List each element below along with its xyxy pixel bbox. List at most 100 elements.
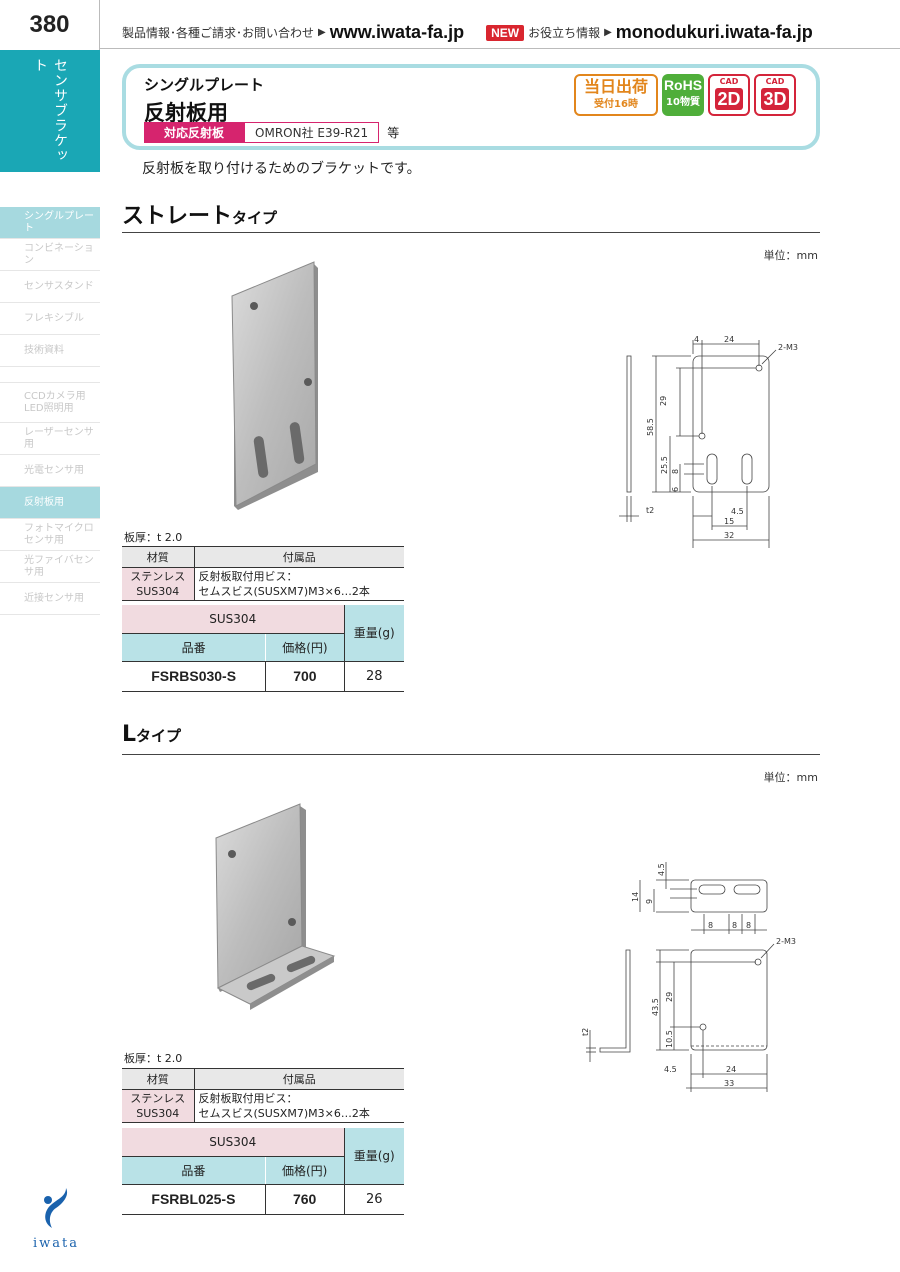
product-code[interactable]: FSRBL025-S <box>122 1184 266 1215</box>
main-url-link[interactable]: www.iwata-fa.jp <box>329 22 465 42</box>
product-code[interactable]: FSRBS030-S <box>122 661 266 692</box>
info-label: 製品情報･各種ご請求･お問い合わせ <box>122 26 315 40</box>
straight-bracket-photo <box>231 261 318 510</box>
cad-3d-label: 3D <box>761 88 789 110</box>
sidebar-item-label: LED照明用 <box>24 402 74 414</box>
dim-label: 10.5 <box>665 1030 674 1048</box>
spec-header-accessory: 付属品 <box>193 1068 404 1090</box>
dim-label: 8 <box>732 921 737 930</box>
same-day-label: 当日出荷 <box>583 77 648 96</box>
section-title-sub: タイプ <box>232 209 278 227</box>
unit-label: 単位：mm <box>763 249 818 262</box>
dim-label: 4 <box>694 335 699 344</box>
title-banner: シングルプレート 反射板用 対応反射板 OMRON社 E39-R21 等 当日出… <box>122 64 820 150</box>
spec-header-accessory: 付属品 <box>193 546 404 568</box>
spec-accessory: 反射板取付用ビス： セムスビス(SUSXM7)M3×6…2本 <box>194 1089 404 1123</box>
cad-label: CAD <box>765 77 785 86</box>
cad-2d-badge[interactable]: CAD 2D <box>708 74 750 116</box>
dim-label: 33 <box>724 1079 734 1088</box>
dim-label: 24 <box>724 335 734 344</box>
badges: 当日出荷 受付16時 RoHS 10物質 CAD 2D CAD 3D <box>574 74 796 116</box>
compat-label: 対応反射板 <box>144 122 245 143</box>
price-header-weight: 重量(g) <box>343 605 404 662</box>
section-title-main: L <box>122 722 137 747</box>
header-info: 製品情報･各種ご請求･お問い合わせ ▶ www.iwata-fa.jp NEW … <box>122 22 813 43</box>
same-day-badge: 当日出荷 受付16時 <box>574 74 658 116</box>
price-table-straight: SUS304 重量(g) 品番 価格(円) FSRBS030-S 700 28 <box>122 605 404 692</box>
sidebar-item-proximity[interactable]: 近接センサ用 <box>0 583 100 615</box>
compat-row: 対応反射板 OMRON社 E39-R21 等 <box>144 122 399 143</box>
sidebar-item-technical[interactable]: 技術資料 <box>0 335 100 367</box>
product-price: 700 <box>265 661 345 692</box>
price-material: SUS304 <box>122 605 344 634</box>
sidebar-item-photoelectric[interactable]: 光電センサ用 <box>0 455 100 487</box>
price-header-code: 品番 <box>122 1156 266 1185</box>
arrow-right-icon: ▶ <box>604 27 612 38</box>
logo-mark-icon <box>44 1188 68 1228</box>
straight-dimension-drawing: 4 24 2-M3 29 58.5 25.5 8 6 t2 4.5 15 32 <box>619 335 798 548</box>
price-material: SUS304 <box>122 1128 344 1157</box>
new-badge: NEW <box>486 24 525 41</box>
compat-suffix: 等 <box>387 126 400 140</box>
dim-label: t2 <box>646 506 654 515</box>
sidebar-item-photomicro[interactable]: フォトマイクロセンサ用 <box>0 519 100 551</box>
spec-accessory-line: セムスビス(SUSXM7)M3×6…2本 <box>198 1107 370 1120</box>
price-header-weight: 重量(g) <box>343 1128 404 1185</box>
sidebar-item-reflector[interactable]: 反射板用 <box>0 487 100 519</box>
dim-label: 6 <box>671 487 680 492</box>
l-bracket-photo <box>215 803 336 1010</box>
dim-label: 32 <box>724 531 734 540</box>
cad-3d-badge[interactable]: CAD 3D <box>754 74 796 116</box>
dim-label: 2-M3 <box>778 343 798 352</box>
spec-accessory: 反射板取付用ビス： セムスビス(SUSXM7)M3×6…2本 <box>194 567 404 601</box>
dim-label: 58.5 <box>646 418 655 436</box>
sidebar-gap <box>0 367 100 383</box>
spec-accessory-line: 反射板取付用ビス： <box>198 570 298 583</box>
dim-label: 14 <box>631 892 640 902</box>
spec-material-line: ステンレス <box>130 570 186 583</box>
info-label-2: お役立ち情報 <box>528 26 601 40</box>
sidebar-item-single-plate[interactable]: シングルプレート <box>0 207 100 239</box>
page-title: 反射板用 <box>144 101 228 125</box>
section-title-sub: タイプ <box>136 727 182 745</box>
thickness-label: 板厚：t 2.0 <box>124 531 183 544</box>
section-divider <box>122 232 820 233</box>
sidebar-item-fiber[interactable]: 光ファイバセンサ用 <box>0 551 100 583</box>
rohs-badge: RoHS 10物質 <box>662 74 704 116</box>
spec-accessory-line: 反射板取付用ビス： <box>198 1092 298 1105</box>
spec-accessory-line: セムスビス(SUSXM7)M3×6…2本 <box>198 585 370 598</box>
dim-label: 4.5 <box>664 1065 677 1074</box>
dim-label: 15 <box>724 517 734 526</box>
description: 反射板を取り付けるためのブラケットです。 <box>142 161 421 177</box>
side-nav: シングルプレート コンビネーション センサスタンド フレキシブル 技術資料 CC… <box>0 207 100 615</box>
spec-header-material: 材質 <box>122 546 194 568</box>
compat-value: OMRON社 E39-R21 <box>244 122 380 143</box>
l-dimension-drawing: 4.5 14 9 8 8 8 2-M3 29 43.5 10.5 t2 4.5 … <box>581 862 796 1092</box>
cad-label: CAD <box>719 77 739 86</box>
category-tab-label: センサブラケット <box>32 58 68 163</box>
dim-label: 43.5 <box>651 998 660 1016</box>
category-tab[interactable]: センサブラケット <box>0 50 100 172</box>
sidebar-item-sensor-stand[interactable]: センサスタンド <box>0 271 100 303</box>
dim-label: t2 <box>581 1028 590 1036</box>
spec-table-l: 材質 付属品 ステンレス SUS304 反射板取付用ビス： セムスビス(SUSX… <box>122 1068 404 1123</box>
unit-label: 単位：mm <box>763 771 818 784</box>
dim-label: 29 <box>659 396 668 406</box>
spec-material-line: SUS304 <box>136 1107 180 1120</box>
price-header-price: 価格(円) <box>264 1156 344 1185</box>
sidebar-item-combination[interactable]: コンビネーション <box>0 239 100 271</box>
dim-label: 24 <box>726 1065 736 1074</box>
spec-material-line: ステンレス <box>130 1092 186 1105</box>
product-weight: 28 <box>344 661 404 692</box>
company-logo: iwata <box>26 1186 86 1251</box>
dim-label: 4.5 <box>731 507 744 516</box>
sub-url-link[interactable]: monodukuri.iwata-fa.jp <box>615 22 813 42</box>
section-divider <box>122 754 820 755</box>
sidebar-item-flexible[interactable]: フレキシブル <box>0 303 100 335</box>
cad-2d-label: 2D <box>715 88 743 110</box>
price-table-l: SUS304 重量(g) 品番 価格(円) FSRBL025-S 760 26 <box>122 1128 404 1215</box>
rohs-label: RoHS <box>663 77 703 93</box>
sidebar-item-laser[interactable]: レーザーセンサ用 <box>0 423 100 455</box>
dim-label: 4.5 <box>657 863 666 876</box>
